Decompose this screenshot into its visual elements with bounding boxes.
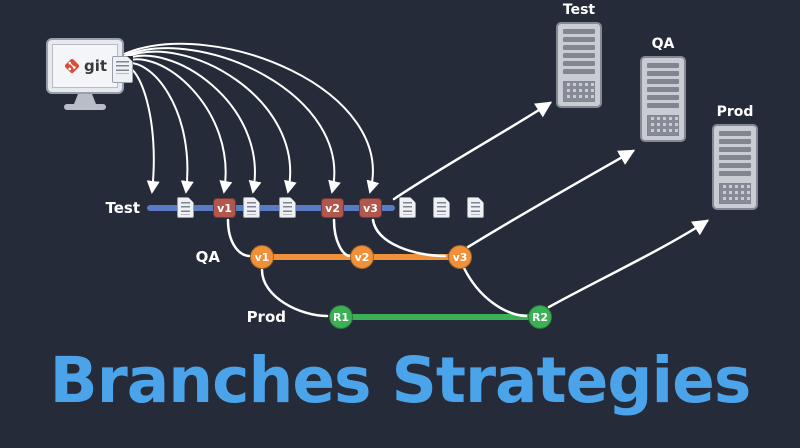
tag-label: v1 xyxy=(217,201,232,215)
dot-label: R1 xyxy=(332,310,350,324)
test-commit-tag: v2 xyxy=(321,198,344,218)
git-workstation: git xyxy=(46,38,128,116)
tag-label: v2 xyxy=(325,201,340,215)
monitor-screen: git xyxy=(52,44,118,88)
monitor-base xyxy=(64,104,106,110)
server-rack-icon xyxy=(712,124,758,210)
monitor-frame-icon: git xyxy=(46,38,124,94)
dot-label: v2 xyxy=(354,250,370,264)
test-branch-label: Test xyxy=(105,199,140,217)
test-commit-tag: v3 xyxy=(359,198,382,218)
server-rack-icon xyxy=(640,56,686,142)
document-icon xyxy=(399,197,416,218)
dot-label: R2 xyxy=(531,310,549,324)
qa-branch-label: QA xyxy=(195,248,220,266)
dot-label: v3 xyxy=(452,250,468,264)
qa-release-dot: v2 xyxy=(350,245,374,269)
promotion-curves xyxy=(226,218,528,318)
document-icon xyxy=(279,197,296,218)
qa-release-dot: v1 xyxy=(250,245,274,269)
test-server-label: Test xyxy=(562,2,596,18)
git-logo-text: git xyxy=(83,56,108,75)
prod-server: Prod xyxy=(712,104,758,210)
server-rack-icon xyxy=(556,22,602,108)
prod-release-dot: R2 xyxy=(528,305,552,329)
document-icon xyxy=(112,56,133,83)
git-logo-icon xyxy=(64,58,79,74)
tag-label: v3 xyxy=(363,201,378,215)
dot-label: v1 xyxy=(254,250,270,264)
push-arrows xyxy=(123,42,380,194)
prod-branch-label: Prod xyxy=(246,308,286,326)
document-icon xyxy=(243,197,260,218)
monitor-stand xyxy=(74,94,96,104)
document-icon xyxy=(177,197,194,218)
document-icon xyxy=(433,197,450,218)
test-server: Test xyxy=(556,2,602,108)
qa-server-label: QA xyxy=(651,36,675,52)
prod-server-label: Prod xyxy=(716,104,754,120)
server-vents xyxy=(563,81,595,102)
server-vents xyxy=(719,183,751,204)
prod-release-dot: R1 xyxy=(329,305,353,329)
server-vents xyxy=(647,115,679,136)
qa-release-dot: v3 xyxy=(448,245,472,269)
test-commit-tag: v1 xyxy=(213,198,236,218)
document-icon xyxy=(467,197,484,218)
qa-server: QA xyxy=(640,36,686,142)
page-title: Branches Strategies xyxy=(49,344,752,417)
